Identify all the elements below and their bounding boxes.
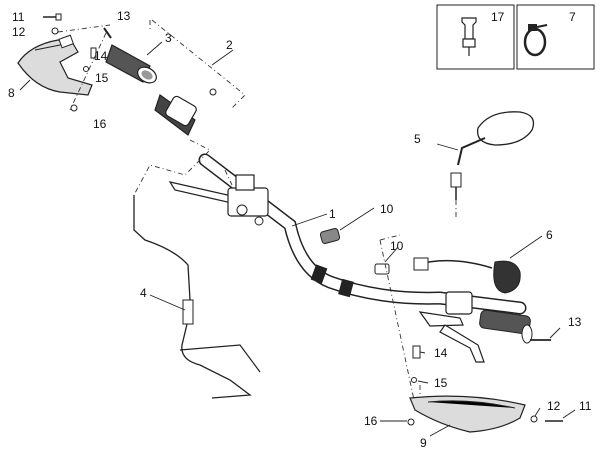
callout-10-a: 10 [380,202,394,216]
washer-12-right [530,415,538,423]
handguard-left-8 [17,34,93,96]
callout-3: 3 [165,31,172,45]
callout-14-right: 14 [434,346,448,360]
callout-11-top: 11 [12,10,25,24]
nut-16-top [70,104,78,112]
handlebar [198,153,527,315]
clamp-10-a [319,228,341,244]
screw-14-top [90,47,97,59]
callout-7: 7 [569,10,576,24]
callout-8: 8 [8,86,15,100]
callout-13-right: 13 [568,315,582,329]
inset-box-17: 17 [436,4,515,70]
callout-2: 2 [226,38,233,52]
washer-15-top [83,66,89,72]
washer-12-top [51,27,59,35]
callout-13-top: 13 [117,9,131,23]
plug-clip-icon [461,17,477,56]
assembly-dash-lines [57,19,457,401]
clutch-lever-assembly [168,174,269,226]
clamp-10-b [374,263,390,275]
right-switch-6 [413,257,521,294]
callout-9: 9 [420,436,427,450]
callout-12-top: 12 [12,25,26,39]
inset-box-7: 7 [516,4,595,70]
callout-15-top: 15 [95,71,109,85]
callout-15-right: 15 [434,376,448,390]
callout-5: 5 [414,132,421,146]
screw-13-top [103,27,112,39]
clutch-cable-4 [133,195,261,399]
left-grip-3 [105,44,157,84]
callout-11-right: 11 [579,399,592,413]
leader-lines [19,41,576,437]
callout-16-right: 16 [364,414,378,428]
callout-1: 1 [329,207,336,221]
brake-lever-assembly [418,291,533,363]
cable-tie-icon [523,24,548,57]
callout-14-top: 14 [94,49,108,63]
callout-12-right: 12 [547,399,561,413]
callout-16-top: 16 [93,117,107,131]
handguard-right-9 [409,395,526,433]
throttle-grip-2 [154,88,217,136]
callout-labels: 11 12 13 14 15 16 8 3 2 5 1 10 10 6 4 13… [8,9,592,450]
callout-4: 4 [140,286,147,300]
callout-17: 17 [491,10,505,24]
callout-6: 6 [546,228,553,242]
nut-16-right [407,418,415,426]
screw-11-top [43,13,62,21]
mirror-5 [450,111,535,200]
screw-14-right [412,345,421,359]
washer-15-right [411,377,417,383]
callout-10-b: 10 [390,239,404,253]
